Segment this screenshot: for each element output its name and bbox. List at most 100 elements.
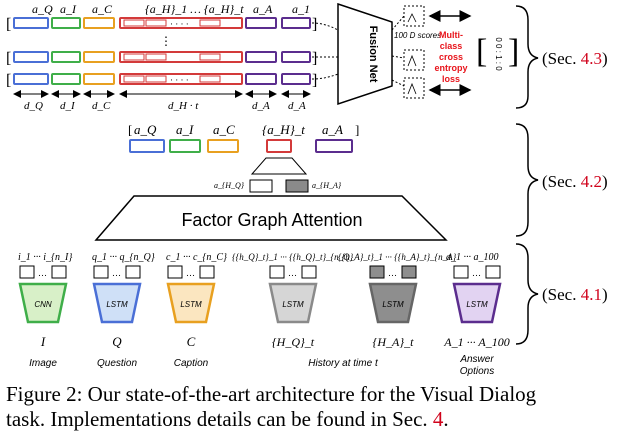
svg-text:LSTM: LSTM — [106, 300, 128, 309]
svg-text:[: [ — [6, 50, 11, 67]
scores-label: 100 D scores — [394, 31, 441, 40]
dim-dQ: d_Q — [24, 100, 43, 112]
label-answer-2: Options — [460, 366, 494, 377]
vector-row-3: [ · · · · ] — [6, 72, 317, 89]
section-braces — [515, 5, 539, 345]
caption-sec-ref[interactable]: 4 — [432, 407, 444, 431]
mid-label-aH: {a_H}_t — [262, 122, 305, 137]
encoder-lstm-caption: LSTM — [166, 282, 216, 324]
sec-ref-4-2: (Sec. 4.2) — [542, 172, 608, 191]
encoder-lstm-question: LSTM — [92, 282, 142, 324]
mid-vec-aC — [207, 139, 239, 153]
svg-text:…: … — [288, 268, 297, 278]
bottom-section: i_1 ··· i_{n_I} q_1 ··· q_{n_Q} c_1 ··· … — [18, 252, 510, 377]
dim-dA-2: d_A — [288, 100, 306, 112]
label-aI: a_I — [60, 2, 77, 16]
vector-row-2: [ ] — [6, 50, 317, 67]
svg-text:· · · ·: · · · · — [170, 75, 189, 85]
svg-text:…: … — [186, 268, 195, 278]
vdots: ⋮ — [160, 34, 172, 48]
encoder-lstm-history-a: LSTM — [368, 282, 418, 324]
label-question: Question — [97, 358, 137, 369]
svg-text:· · · ·: · · · · — [170, 19, 189, 29]
svg-text:LSTM: LSTM — [466, 300, 488, 309]
input-question: q_1 ··· q_{n_Q} — [92, 252, 155, 263]
loss-label: Multi- class cross entropy loss — [434, 30, 467, 84]
svg-text:LSTM: LSTM — [282, 300, 304, 309]
sub-aHA: a_{H_A} — [312, 181, 342, 190]
input-image: i_1 ··· i_{n_I} — [18, 252, 72, 263]
sec-ref-4-1: (Sec. 4.1) — [542, 285, 608, 304]
encoder-lstm-answers: LSTM — [452, 282, 502, 324]
input-answers: a_1 ··· a_100 — [446, 252, 499, 263]
svg-text:[: [ — [6, 72, 11, 89]
svg-text:]: ] — [312, 72, 317, 89]
mid-vec-aQ — [129, 139, 165, 153]
svg-text:…: … — [38, 268, 47, 278]
fusion-net-block — [337, 2, 393, 106]
symbol-A: A_1 ··· A_100 — [443, 335, 509, 349]
score-box-1 — [403, 5, 425, 27]
svg-text:entropy: entropy — [434, 63, 467, 73]
input-history-q: {{h_Q}_t}_1 ··· {{h_Q}_t}_{n_Q} — [232, 252, 354, 262]
svg-text:…: … — [388, 268, 397, 278]
sub-aHQ: a_{H_Q} — [214, 181, 245, 190]
svg-text:[: [ — [6, 16, 11, 33]
score-box-3 — [403, 77, 425, 99]
encoder-cnn: CNN — [18, 282, 68, 324]
mid-vec-aI — [169, 139, 201, 153]
input-caption: c_1 ··· c_{n_C} — [166, 252, 227, 263]
dim-dI: d_I — [60, 100, 76, 112]
svg-text:Multi-: Multi- — [439, 30, 463, 40]
top-section: a_Q a_I a_C {a_H}_1 … {a_H}_t a_A a_1 [ … — [6, 2, 519, 112]
svg-text:loss: loss — [442, 74, 460, 84]
svg-text:[: [ — [128, 122, 132, 137]
caption-line-2: task. Implementations details can be fou… — [6, 407, 449, 431]
svg-text:class: class — [440, 41, 463, 51]
svg-text:…: … — [472, 268, 481, 278]
mid-vec-aA — [315, 139, 353, 153]
token-boxes: … … … … … … — [19, 265, 501, 279]
svg-text:LSTM: LSTM — [382, 300, 404, 309]
mid-vec-aH — [266, 139, 292, 153]
encoder-lstm-history-q: LSTM — [268, 282, 318, 324]
caption-line-1: Figure 2: Our state-of-the-art architect… — [6, 382, 537, 406]
svg-text:CNN: CNN — [34, 300, 52, 309]
mid-label-aA: a_A — [322, 122, 343, 137]
svg-text:LSTM: LSTM — [180, 300, 202, 309]
symbol-HA: {H_A}_t — [373, 335, 415, 349]
label-a1: a_1 — [292, 2, 310, 16]
svg-text:…: … — [112, 268, 121, 278]
label-aH: {a_H}_1 … {a_H}_t — [145, 2, 244, 16]
symbol-HQ: {H_Q}_t — [272, 335, 315, 349]
svg-text:cross: cross — [439, 52, 463, 62]
svg-text:]: ] — [355, 122, 359, 137]
mid-label-aI: a_I — [176, 122, 194, 137]
factor-graph-attention-block — [94, 195, 448, 241]
label-aC: a_C — [92, 2, 113, 16]
factor-graph-attention-label: Factor Graph Attention — [181, 210, 362, 230]
sec-ref-4-3: (Sec. 4.3) — [542, 49, 608, 68]
svg-text:]: ] — [508, 33, 519, 70]
dim-dC: d_C — [92, 100, 111, 112]
svg-text:]: ] — [312, 16, 317, 33]
dim-dA-1: d_A — [252, 100, 270, 112]
svg-text:]: ] — [312, 50, 317, 67]
fusion-net-label: Fusion Net — [367, 26, 379, 83]
label-aA: a_A — [253, 2, 273, 16]
symbol-I: I — [40, 334, 46, 349]
middle-section: [ a_Q a_I a_C {a_H}_t a_A ] a_{H_Q} a_{H… — [94, 122, 448, 241]
target-vector: 0 0 : 1 : 0 — [494, 37, 503, 71]
mid-label-aC: a_C — [213, 122, 235, 137]
mid-label-aQ: a_Q — [134, 122, 157, 137]
label-history: History at time t — [308, 358, 379, 369]
dim-dH: d_H · t — [168, 100, 199, 112]
figure-caption: Figure 2: Our state-of-the-art architect… — [6, 382, 640, 432]
vector-row-1: [ · · · · ] — [6, 16, 317, 33]
label-aQ: a_Q — [32, 2, 53, 16]
symbol-Q: Q — [112, 334, 122, 349]
label-answer-1: Answer — [459, 354, 494, 365]
label-caption: Caption — [174, 358, 209, 369]
label-image: Image — [29, 358, 57, 369]
